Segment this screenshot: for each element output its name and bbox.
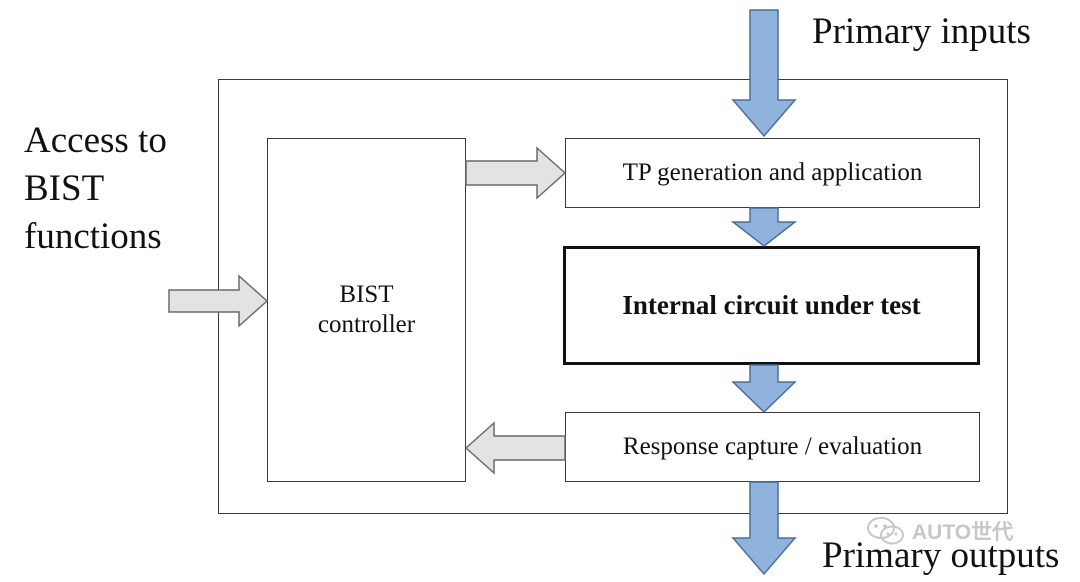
primary-inputs-arrow [731, 9, 797, 138]
access-label-line1: Access to [24, 120, 167, 161]
access-to-controller-arrow [168, 274, 269, 328]
access-label-line3: functions [24, 216, 162, 257]
primary-outputs-arrow [731, 481, 797, 576]
controller-to-tp-arrow [465, 146, 567, 200]
bist-controller-label-line1: BIST [339, 281, 394, 308]
watermark: AUTO世代 [866, 516, 1013, 546]
primary-inputs-label: Primary inputs [812, 11, 1031, 52]
access-label-line2: BIST [24, 168, 105, 209]
circuit-under-test-label: Internal circuit under test [622, 290, 921, 321]
tp-to-cut-arrow [730, 207, 798, 247]
tp-generation-label: TP generation and application [622, 159, 923, 186]
wechat-icon [867, 517, 904, 545]
cut-to-response-arrow [731, 364, 797, 414]
response-capture-label: Response capture / evaluation [622, 433, 923, 460]
access-bist-label: Access to BIST functions [24, 117, 167, 261]
response-capture-block: Response capture / evaluation [565, 412, 980, 482]
response-to-controller-arrow [464, 421, 566, 475]
bist-controller-label-line2: controller [317, 311, 416, 338]
tp-generation-block: TP generation and application [565, 138, 980, 208]
watermark-text: AUTO世代 [912, 521, 1014, 544]
bist-controller-block: BIST controller [267, 138, 466, 482]
circuit-under-test-block: Internal circuit under test [563, 246, 980, 365]
primary-outputs-label: Primary outputs [822, 535, 1060, 576]
